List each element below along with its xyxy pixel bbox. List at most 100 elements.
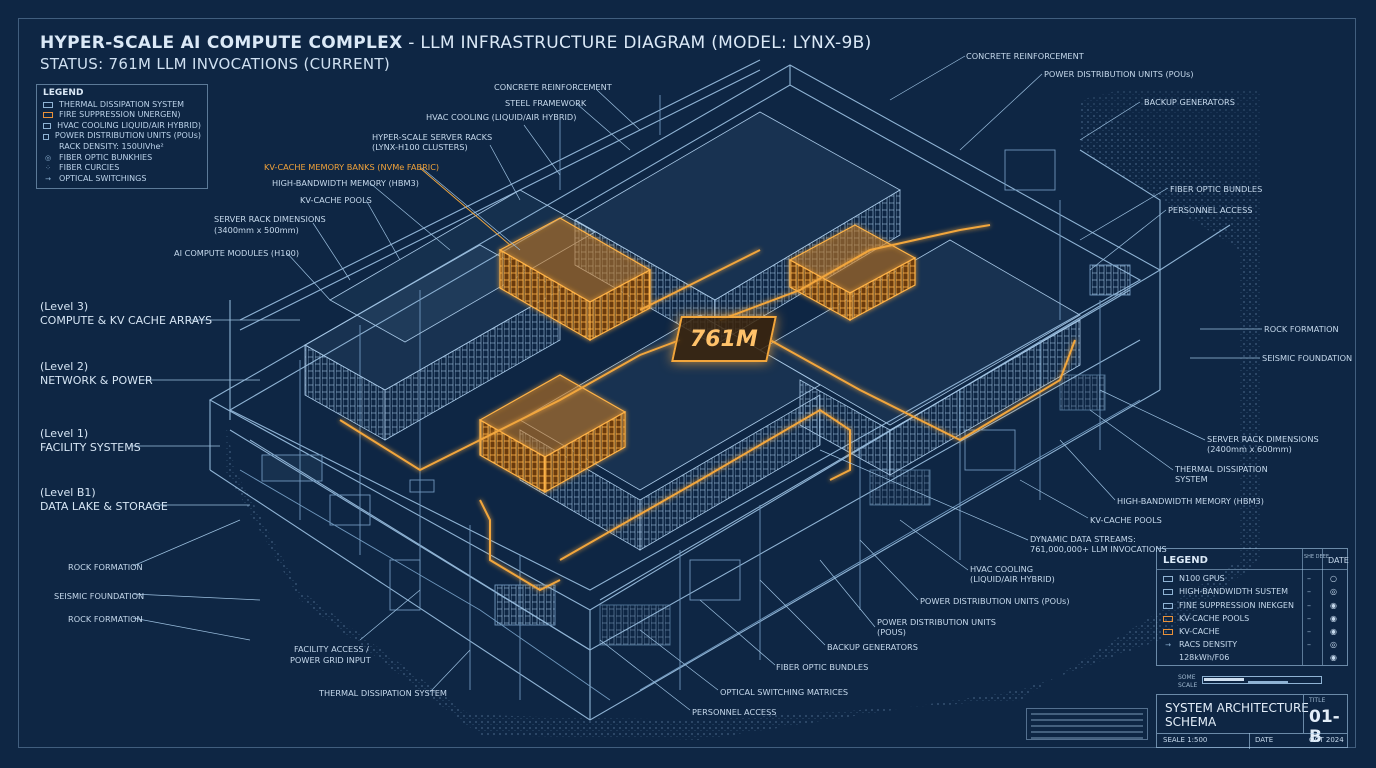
row-label: RACS DENSITY <box>1179 640 1238 649</box>
callout-label: FIBER OPTIC BUNDLES <box>776 662 869 672</box>
date-value: OCT 2024 <box>1309 736 1344 744</box>
callout-label: SEISMIC FOUNDATION <box>54 591 145 601</box>
callout-label: (POUS) <box>877 627 906 637</box>
rock-formation <box>225 90 1260 740</box>
callout-label: ROCK FORMATION <box>68 562 143 572</box>
arrow-icon: → <box>1165 640 1171 649</box>
legend-panel: LEGEND THERMAL DISSIPATION SYSTEM FIRE S… <box>36 84 208 189</box>
callout-label: FIBER OPTIC BUNDLES <box>1170 184 1263 194</box>
kv-cache-leader <box>419 167 511 246</box>
callout-label: OPTICAL SWITCHING MATRICES <box>720 687 849 697</box>
row-mark: ◎ <box>1330 640 1337 649</box>
callout-label: STEEL FRAMEWORK <box>505 98 587 108</box>
legend-item: POWER DISTRIBUTION UNITS (POUs) <box>43 131 201 142</box>
invocation-count-badge: 761M <box>671 316 777 362</box>
legend-item: THERMAL DISSIPATION SYSTEM <box>43 100 201 111</box>
title-block-row: HIGH-BANDWIDTH SUSTEM <box>1163 587 1288 596</box>
callout-label: POWER DISTRIBUTION UNITS <box>877 617 996 627</box>
callout-label: CONCRETE REINFORCEMENT <box>966 51 1084 61</box>
legend-swatch <box>43 123 52 130</box>
callout-label: SEISMIC FOUNDATION <box>1262 353 1353 363</box>
notes-block <box>1026 708 1148 740</box>
badge-value: 761M <box>690 326 758 352</box>
level-b1-label: (Level B1)DATA LAKE & STORAGE <box>40 486 168 514</box>
callout-label: HIGH-BANDWIDTH MEMORY (HBM3) <box>272 178 419 188</box>
callout-label: PERSONNEL ACCESS <box>692 707 777 717</box>
row-label: HIGH-BANDWIDTH SUSTEM <box>1179 587 1289 596</box>
callout-label: FACILITY ACCESS / <box>294 644 369 654</box>
callout-leader-lines <box>130 55 1262 711</box>
level-1-label: (Level 1)FACILITY SYSTEMS <box>40 427 141 455</box>
callout-label: BACKUP GENERATORS <box>827 642 918 652</box>
row-dash: – <box>1307 640 1311 649</box>
callout-label: BACKUP GENERATORS <box>1144 97 1235 107</box>
callout-label: THERMAL DISSIPATION <box>1175 464 1268 474</box>
callout-label: PERSONNEL ACCESS <box>1168 205 1253 215</box>
date-label: DATE <box>1255 736 1274 744</box>
legend-item: →OPTICAL SWITCHINGS <box>43 174 201 185</box>
callout-label: (2400mm x 600mm) <box>1207 444 1292 454</box>
row-swatch <box>1163 575 1173 582</box>
legend-swatch <box>43 133 49 140</box>
row-swatch <box>1163 588 1173 595</box>
scale-value: SEALE 1:500 <box>1163 736 1208 744</box>
legend-swatch <box>43 112 53 119</box>
arrow-icon: → <box>45 174 51 183</box>
row-swatch <box>1163 615 1173 622</box>
title-block-legend-heading: LEGEND <box>1163 555 1208 566</box>
level-2-label: (Level 2)NETWORK & POWER <box>40 360 153 388</box>
callout-label: (LIQUID/AIR HYBRID) <box>970 574 1055 584</box>
callout-label: POWER DISTRIBUTION UNITS (POUs) <box>920 596 1070 606</box>
status-line: STATUS: 761M LLM INVOCATIONS (CURRENT) <box>40 55 391 73</box>
title-block-row: FINE SUPPRESSION INEKGEN <box>1163 601 1294 610</box>
data-stream-paths <box>339 224 1076 592</box>
callout-label: AI COMPUTE MODULES (H100) <box>174 248 300 258</box>
title-block-row: N100 GPUS <box>1163 574 1225 583</box>
callout-label: (LYNX-H100 CLUSTERS) <box>372 142 468 152</box>
structural-columns <box>299 95 1101 700</box>
legend-item-label: HVAC COOLING LIQUID/AIR HYBRID) <box>57 120 201 130</box>
building-shell <box>208 59 1231 721</box>
row-dash: – <box>1307 627 1311 636</box>
level-3-label: (Level 3)COMPUTE & KV CACHE ARRAYS <box>40 300 212 328</box>
level-number: (Level 1) <box>40 427 89 440</box>
scale-label: SOME SCALE <box>1178 674 1198 689</box>
row-label: KV-CACHE <box>1179 627 1220 636</box>
level-name: DATA LAKE & STORAGE <box>40 500 168 513</box>
level-name: NETWORK & POWER <box>40 374 153 387</box>
level-number: (Level 3) <box>40 300 89 313</box>
row-mark: ◎ <box>1330 587 1337 596</box>
legend-item: HVAC COOLING LIQUID/AIR HYBRID) <box>43 121 201 132</box>
row-label: KV-CACHE POOLS <box>1179 614 1250 623</box>
scale-bar <box>1202 676 1322 686</box>
callout-label: POWER GRID INPUT <box>290 655 371 665</box>
callout-label: 761,000,000+ LLM INVOCATIONS <box>1030 544 1167 554</box>
callout-label: HYPER-SCALE SERVER RACKS <box>372 132 493 142</box>
fiber-dot-icon: ◎ <box>44 153 52 162</box>
level-number: (Level 2) <box>40 360 89 373</box>
title-block-row: 128kWh/F06 <box>1163 653 1229 662</box>
row-label: FINE SUPPRESSION INEKGEN <box>1179 601 1294 610</box>
row-dash: – <box>1307 614 1311 623</box>
level-number: (Level B1) <box>40 486 96 499</box>
legend-item: FIRE SUPPRESSION UNERGEN) <box>43 110 201 121</box>
legend-item-label: POWER DISTRIBUTION UNITS (POUs) <box>54 131 201 141</box>
column-heading: DATE <box>1328 556 1349 565</box>
title-bold-part: HYPER-SCALE AI COMPUTE COMPLEX <box>40 33 403 53</box>
callout-label: (3400mm x 500mm) <box>214 225 299 235</box>
callout-label: HVAC COOLING (LIQUID/AIR HYBRID) <box>426 112 577 122</box>
lower-floors <box>239 149 1141 701</box>
legend-heading: LEGEND <box>43 88 84 98</box>
legend-item-label: FIBER CURCIES <box>59 163 120 173</box>
callout-label: SERVER RACK DIMENSIONS <box>214 214 326 224</box>
legend-item: RACK DENSITY: 150UIVhe² <box>43 142 201 153</box>
callout-label: HVAC COOLING <box>970 564 1034 574</box>
legend-item-label: FIBER OPTIC BUNKHIES <box>59 152 153 162</box>
diagram-title: HYPER-SCALE AI COMPUTE COMPLEX - LLM INF… <box>40 33 872 53</box>
title-block-row: KV-CACHE <box>1163 627 1220 636</box>
row-swatch <box>1163 602 1173 609</box>
plus-icon: ⁘ <box>45 164 51 173</box>
row-dash: – <box>1307 574 1311 583</box>
row-label: 128kWh/F06 <box>1179 653 1230 662</box>
title-field-label: TITLE <box>1309 697 1326 704</box>
